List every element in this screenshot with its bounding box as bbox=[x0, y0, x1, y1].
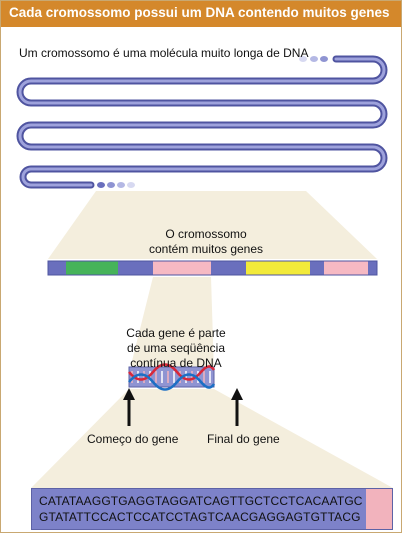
gene-detail-caption: Cada gene é parte de uma seqüência contí… bbox=[111, 326, 241, 371]
gene-start-label: Começo do gene bbox=[87, 432, 179, 446]
dna-sequence-line-1: CATATAAGGTGAGGTAGGATCAGTTGCTCCTCACAATGC bbox=[39, 494, 363, 508]
gene-strip-segment bbox=[118, 261, 153, 275]
gene-detail-caption-line2: de uma seqüência bbox=[126, 341, 226, 355]
genes-strip-caption-line1: O cromossomo bbox=[165, 227, 247, 241]
gene-strip-segment bbox=[153, 261, 211, 275]
figure-title: Cada cromossomo possui um DNA contendo m… bbox=[9, 5, 390, 20]
gene-end-label: Final do gene bbox=[207, 432, 280, 446]
zoom-funnel-3 bbox=[31, 389, 393, 488]
chromosome-coil-highlight bbox=[18, 57, 386, 187]
gene-end-highlight bbox=[366, 489, 392, 529]
gene-start-arrow bbox=[123, 388, 135, 426]
gene-strip-segment bbox=[211, 261, 246, 275]
zoom-funnel-2 bbox=[129, 277, 214, 373]
gene-strip-segment bbox=[324, 261, 368, 275]
gene-detail-caption-line1: Cada gene é parte bbox=[126, 326, 226, 340]
genes-strip-caption: O cromossomo contém muitos genes bbox=[121, 227, 291, 257]
dna-sequence-box: CATATAAGGTGAGGTAGGATCAGTTGCTCCTCACAATGC … bbox=[31, 488, 393, 530]
zoom-funnel-1 bbox=[48, 191, 377, 259]
chromosome-fade-bottom bbox=[97, 182, 135, 188]
chromosome-coil bbox=[16, 55, 388, 189]
gene-strip-outline bbox=[47, 260, 378, 276]
gene-end-arrow bbox=[231, 388, 243, 426]
helix-strand-red bbox=[127, 363, 216, 381]
gene-strip-segment bbox=[368, 261, 377, 275]
dna-sequence-line-2: GTATATTCCACTCCATCCTAGTCAACGAGGAGTGTTACG bbox=[39, 510, 361, 524]
gene-strip-segment bbox=[48, 261, 66, 275]
helix-strand-blue bbox=[127, 373, 216, 391]
chromosome-caption: Um cromossomo é uma molécula muito longa… bbox=[19, 46, 309, 60]
gene-strip-segment bbox=[310, 261, 324, 275]
gene-detail-caption-line3: contínua de DNA bbox=[130, 356, 222, 370]
genes-strip-caption-line2: contém muitos genes bbox=[148, 242, 264, 256]
gene-strip-segment bbox=[246, 261, 310, 275]
title-bar: Cada cromossomo possui um DNA contendo m… bbox=[1, 1, 401, 27]
gene-strip bbox=[47, 260, 378, 276]
gene-strip-segment bbox=[66, 261, 118, 275]
dna-helix bbox=[127, 363, 216, 391]
chromosome-fade-top bbox=[299, 56, 328, 62]
